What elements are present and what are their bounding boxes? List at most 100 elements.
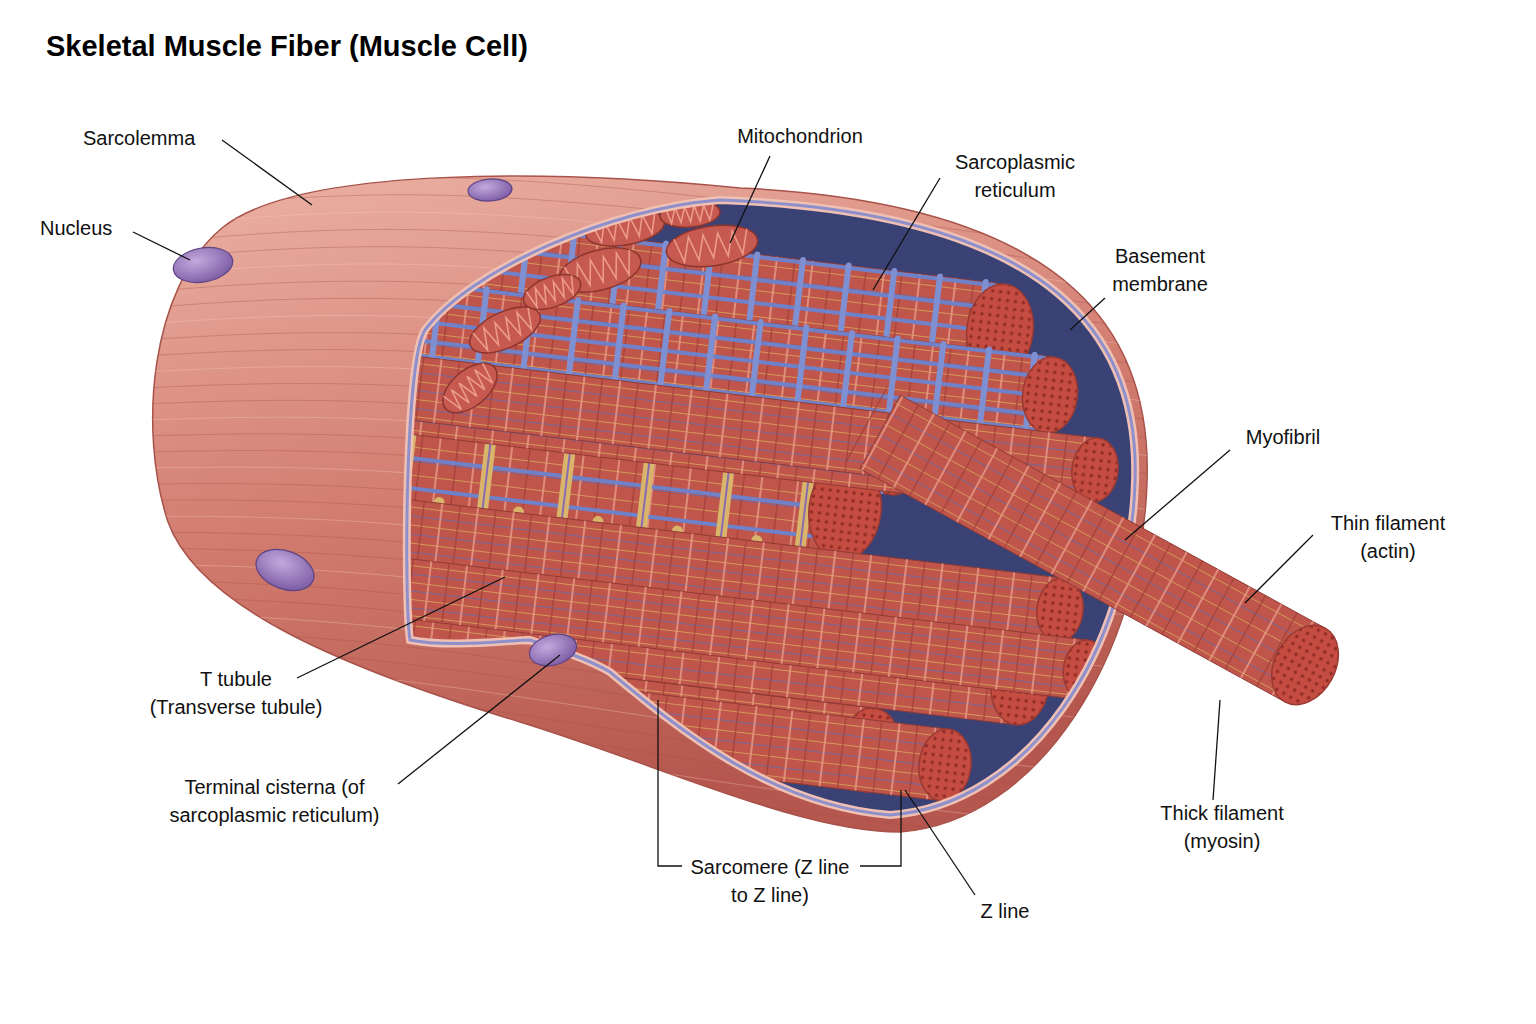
z-line-band	[603, 583, 610, 643]
m-line-band	[881, 557, 889, 621]
z-line-band	[424, 561, 431, 621]
part-label: Thin filament (actin)	[1313, 509, 1463, 565]
z-line-band	[565, 672, 575, 755]
z-line-band	[377, 373, 384, 433]
leader-line	[730, 156, 770, 243]
m-line-band	[738, 396, 746, 460]
z-line-band	[434, 359, 442, 423]
z-line-band	[925, 621, 932, 681]
nucleus-shape	[467, 177, 512, 202]
m-line-band	[802, 713, 811, 784]
m-line-band	[380, 353, 388, 417]
z-line-band	[820, 715, 829, 786]
z-line-band	[384, 296, 395, 391]
m-line-band	[1194, 578, 1234, 652]
leader-line	[133, 232, 190, 260]
myofibril-body	[376, 556, 1088, 700]
part-label: Thick filament (myosin)	[1142, 799, 1302, 855]
sr-ring	[934, 344, 943, 419]
z-line-band	[988, 466, 1028, 540]
m-line-band	[659, 695, 668, 766]
sarcomere-bracket	[860, 790, 901, 866]
z-line-band	[394, 571, 404, 650]
m-line-band	[514, 572, 521, 632]
part-label: Nucleus	[40, 214, 140, 242]
z-line-band	[1115, 535, 1155, 609]
part-label: Terminal cisterna (of sarcoplasmic retic…	[152, 773, 397, 829]
m-line-band	[552, 683, 561, 754]
m-line-band	[406, 281, 415, 356]
m-line-band	[476, 662, 486, 745]
leader-line	[873, 178, 940, 290]
filament-line	[380, 587, 1085, 672]
z-line-band	[601, 677, 611, 760]
mitochondrion-membrane	[519, 268, 586, 317]
m-line-band	[559, 374, 567, 438]
m-line-band	[364, 569, 374, 648]
m-line-band	[1225, 595, 1265, 669]
mitochondrion-shape	[519, 268, 586, 317]
m-line-band	[444, 670, 453, 741]
z-line-band	[1083, 518, 1123, 592]
z-line-band	[756, 542, 764, 606]
z-line-band	[382, 571, 392, 650]
z-line-band	[649, 529, 657, 593]
sarcomere-bracket	[658, 700, 682, 866]
m-line-band	[667, 532, 675, 596]
protruding-myofibril	[846, 388, 1351, 717]
leader-line	[905, 790, 975, 895]
m-line-band	[728, 598, 735, 658]
m-line-band	[917, 562, 925, 626]
m-line-band	[366, 614, 376, 693]
fiber-texture-line	[140, 836, 1150, 978]
sr-ring	[660, 311, 669, 386]
m-line-band	[942, 624, 949, 684]
z-line-band	[605, 689, 614, 760]
z-line-band	[720, 394, 728, 458]
z-line-band	[712, 702, 721, 773]
m-line-band	[1004, 474, 1044, 548]
z-line-band	[648, 385, 656, 449]
m-line-band	[845, 409, 853, 473]
z-line-band	[792, 547, 800, 611]
z-line-band	[435, 504, 443, 568]
z-line-band	[862, 396, 902, 470]
z-line-band	[817, 609, 824, 669]
z-line-band	[996, 630, 1003, 690]
m-line-band	[409, 665, 418, 736]
z-line-band	[828, 551, 836, 615]
z-line-band	[721, 538, 729, 602]
z-line-band	[894, 414, 934, 488]
part-label: T tubule (Transverse tubule)	[146, 665, 326, 721]
part-label: Myofibril	[1228, 423, 1338, 451]
sr-ring	[615, 306, 624, 381]
sr-ring	[797, 327, 806, 402]
z-line-band	[506, 512, 514, 576]
m-line-band	[1014, 632, 1021, 692]
mitochondrion-cristae	[526, 275, 577, 308]
mitochondrion-cristae	[443, 363, 496, 412]
m-line-band	[427, 216, 438, 307]
z-line-band	[470, 508, 478, 572]
leader-line	[398, 655, 560, 784]
z-line-band	[1146, 552, 1186, 626]
filament-line	[884, 424, 1309, 657]
m-line-band	[621, 585, 628, 645]
z-line-band	[377, 500, 389, 603]
z-line-band	[971, 568, 979, 632]
mitochondrion-shape	[434, 354, 506, 423]
m-line-band	[440, 657, 450, 740]
part-label: Mitochondrion	[700, 122, 900, 150]
part-label: Sarcoplasmic reticulum	[940, 148, 1090, 204]
m-line-band	[973, 457, 1013, 531]
m-line-band	[370, 276, 379, 351]
m-line-band	[910, 422, 950, 496]
z-line-band	[639, 587, 646, 647]
z-line-band	[613, 381, 621, 445]
leader-line	[1125, 450, 1230, 540]
mitochondrion-shape	[664, 220, 761, 272]
filament-line	[377, 612, 1082, 697]
part-label: Sarcomere (Z line to Z line)	[685, 853, 855, 909]
